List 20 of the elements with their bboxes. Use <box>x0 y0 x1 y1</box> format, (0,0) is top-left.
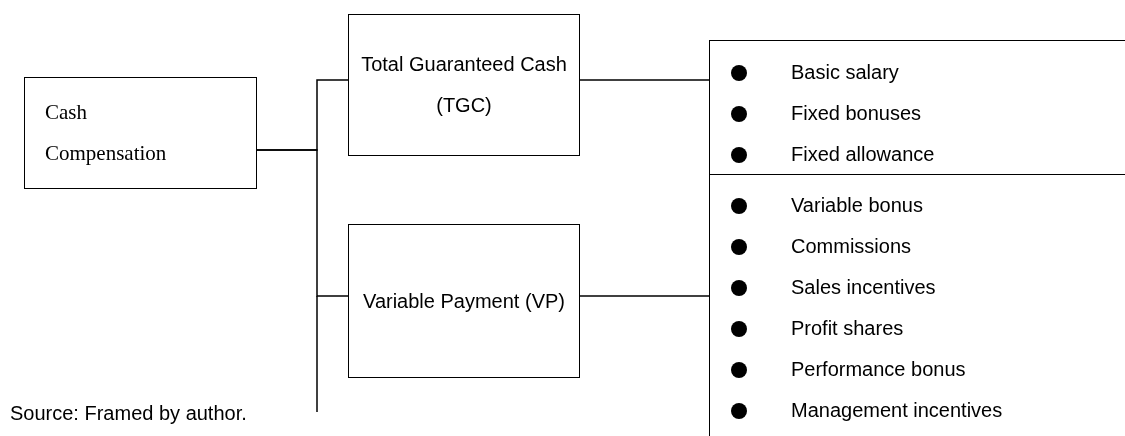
list-item-text: Commissions <box>791 235 912 258</box>
list-item-text: Fixed allowance <box>791 143 935 166</box>
category-box <box>348 14 580 156</box>
connector-line <box>256 149 349 297</box>
category-box <box>24 77 257 189</box>
connector-line <box>579 79 710 81</box>
list-item-text: Basic salary <box>791 61 899 84</box>
list-item-text: Profit shares <box>791 317 904 340</box>
box-label: Variable Payment (VP) <box>363 288 565 314</box>
list-item-text: Fixed bonuses <box>791 102 922 125</box>
connector-line <box>579 295 710 297</box>
list-item-text: Variable bonus <box>791 194 923 217</box>
box-label: Cash Compensation <box>45 99 168 167</box>
box-label: Total Guaranteed Cash (TGC) <box>360 52 568 118</box>
list-item-text: Sales incentives <box>791 276 936 299</box>
list-item-text: Management incentives <box>791 399 1003 422</box>
list-item-text: Performance bonus <box>791 358 966 381</box>
category-box <box>348 224 580 378</box>
source-note: Source: Framed by author. <box>10 401 247 426</box>
bullet-list-panel <box>709 40 1125 175</box>
